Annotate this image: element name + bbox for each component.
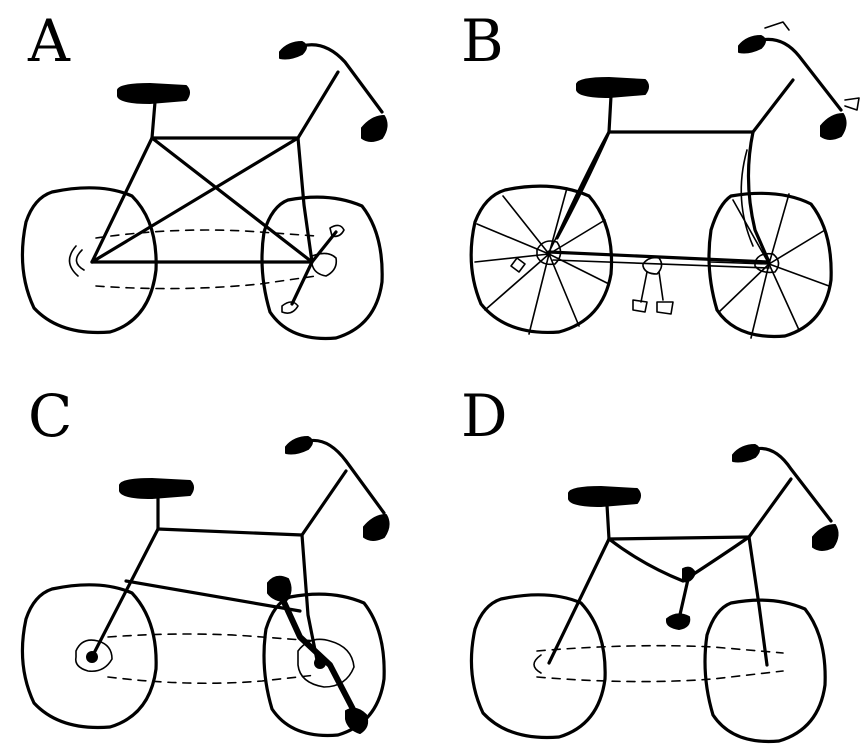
rear-wheel (20, 583, 158, 730)
rear-wheel (469, 593, 607, 740)
frame (90, 70, 340, 264)
rear-wheel (20, 186, 158, 335)
panel-label-c: C (28, 382, 73, 450)
chain (107, 633, 317, 685)
frame (547, 477, 793, 667)
saddle (117, 83, 190, 140)
front-wheel (707, 191, 833, 339)
pedal-crank (267, 575, 369, 734)
handlebar (738, 21, 860, 140)
panel-label-d: D (461, 382, 508, 450)
handlebar (732, 444, 839, 551)
chain (68, 229, 317, 290)
front-wheel (260, 195, 384, 341)
panel-d: D (433, 375, 866, 750)
saddle (119, 478, 194, 531)
front-wheel (262, 592, 386, 738)
pedal-crank (281, 224, 345, 314)
panel-b: B (433, 0, 866, 375)
pedal-crank (666, 566, 696, 630)
bicycle-drawing-c (20, 436, 390, 738)
chain (533, 644, 784, 683)
saddle (568, 486, 641, 541)
panel-label-a: A (28, 7, 70, 75)
handlebar (285, 436, 390, 541)
panel-a: A (0, 0, 433, 375)
panel-label-b: B (461, 7, 504, 75)
bicycle-drawing-d (469, 444, 839, 744)
handlebar (279, 41, 388, 142)
pedal-crank (632, 256, 674, 315)
rear-wheel (469, 184, 614, 335)
panel-c: C (0, 375, 433, 750)
frame (90, 469, 348, 667)
frame (547, 78, 795, 269)
saddle (576, 77, 649, 134)
bicycle-drawing-b (469, 21, 860, 339)
bicycle-drawing-a (20, 41, 388, 341)
front-wheel (703, 598, 827, 744)
